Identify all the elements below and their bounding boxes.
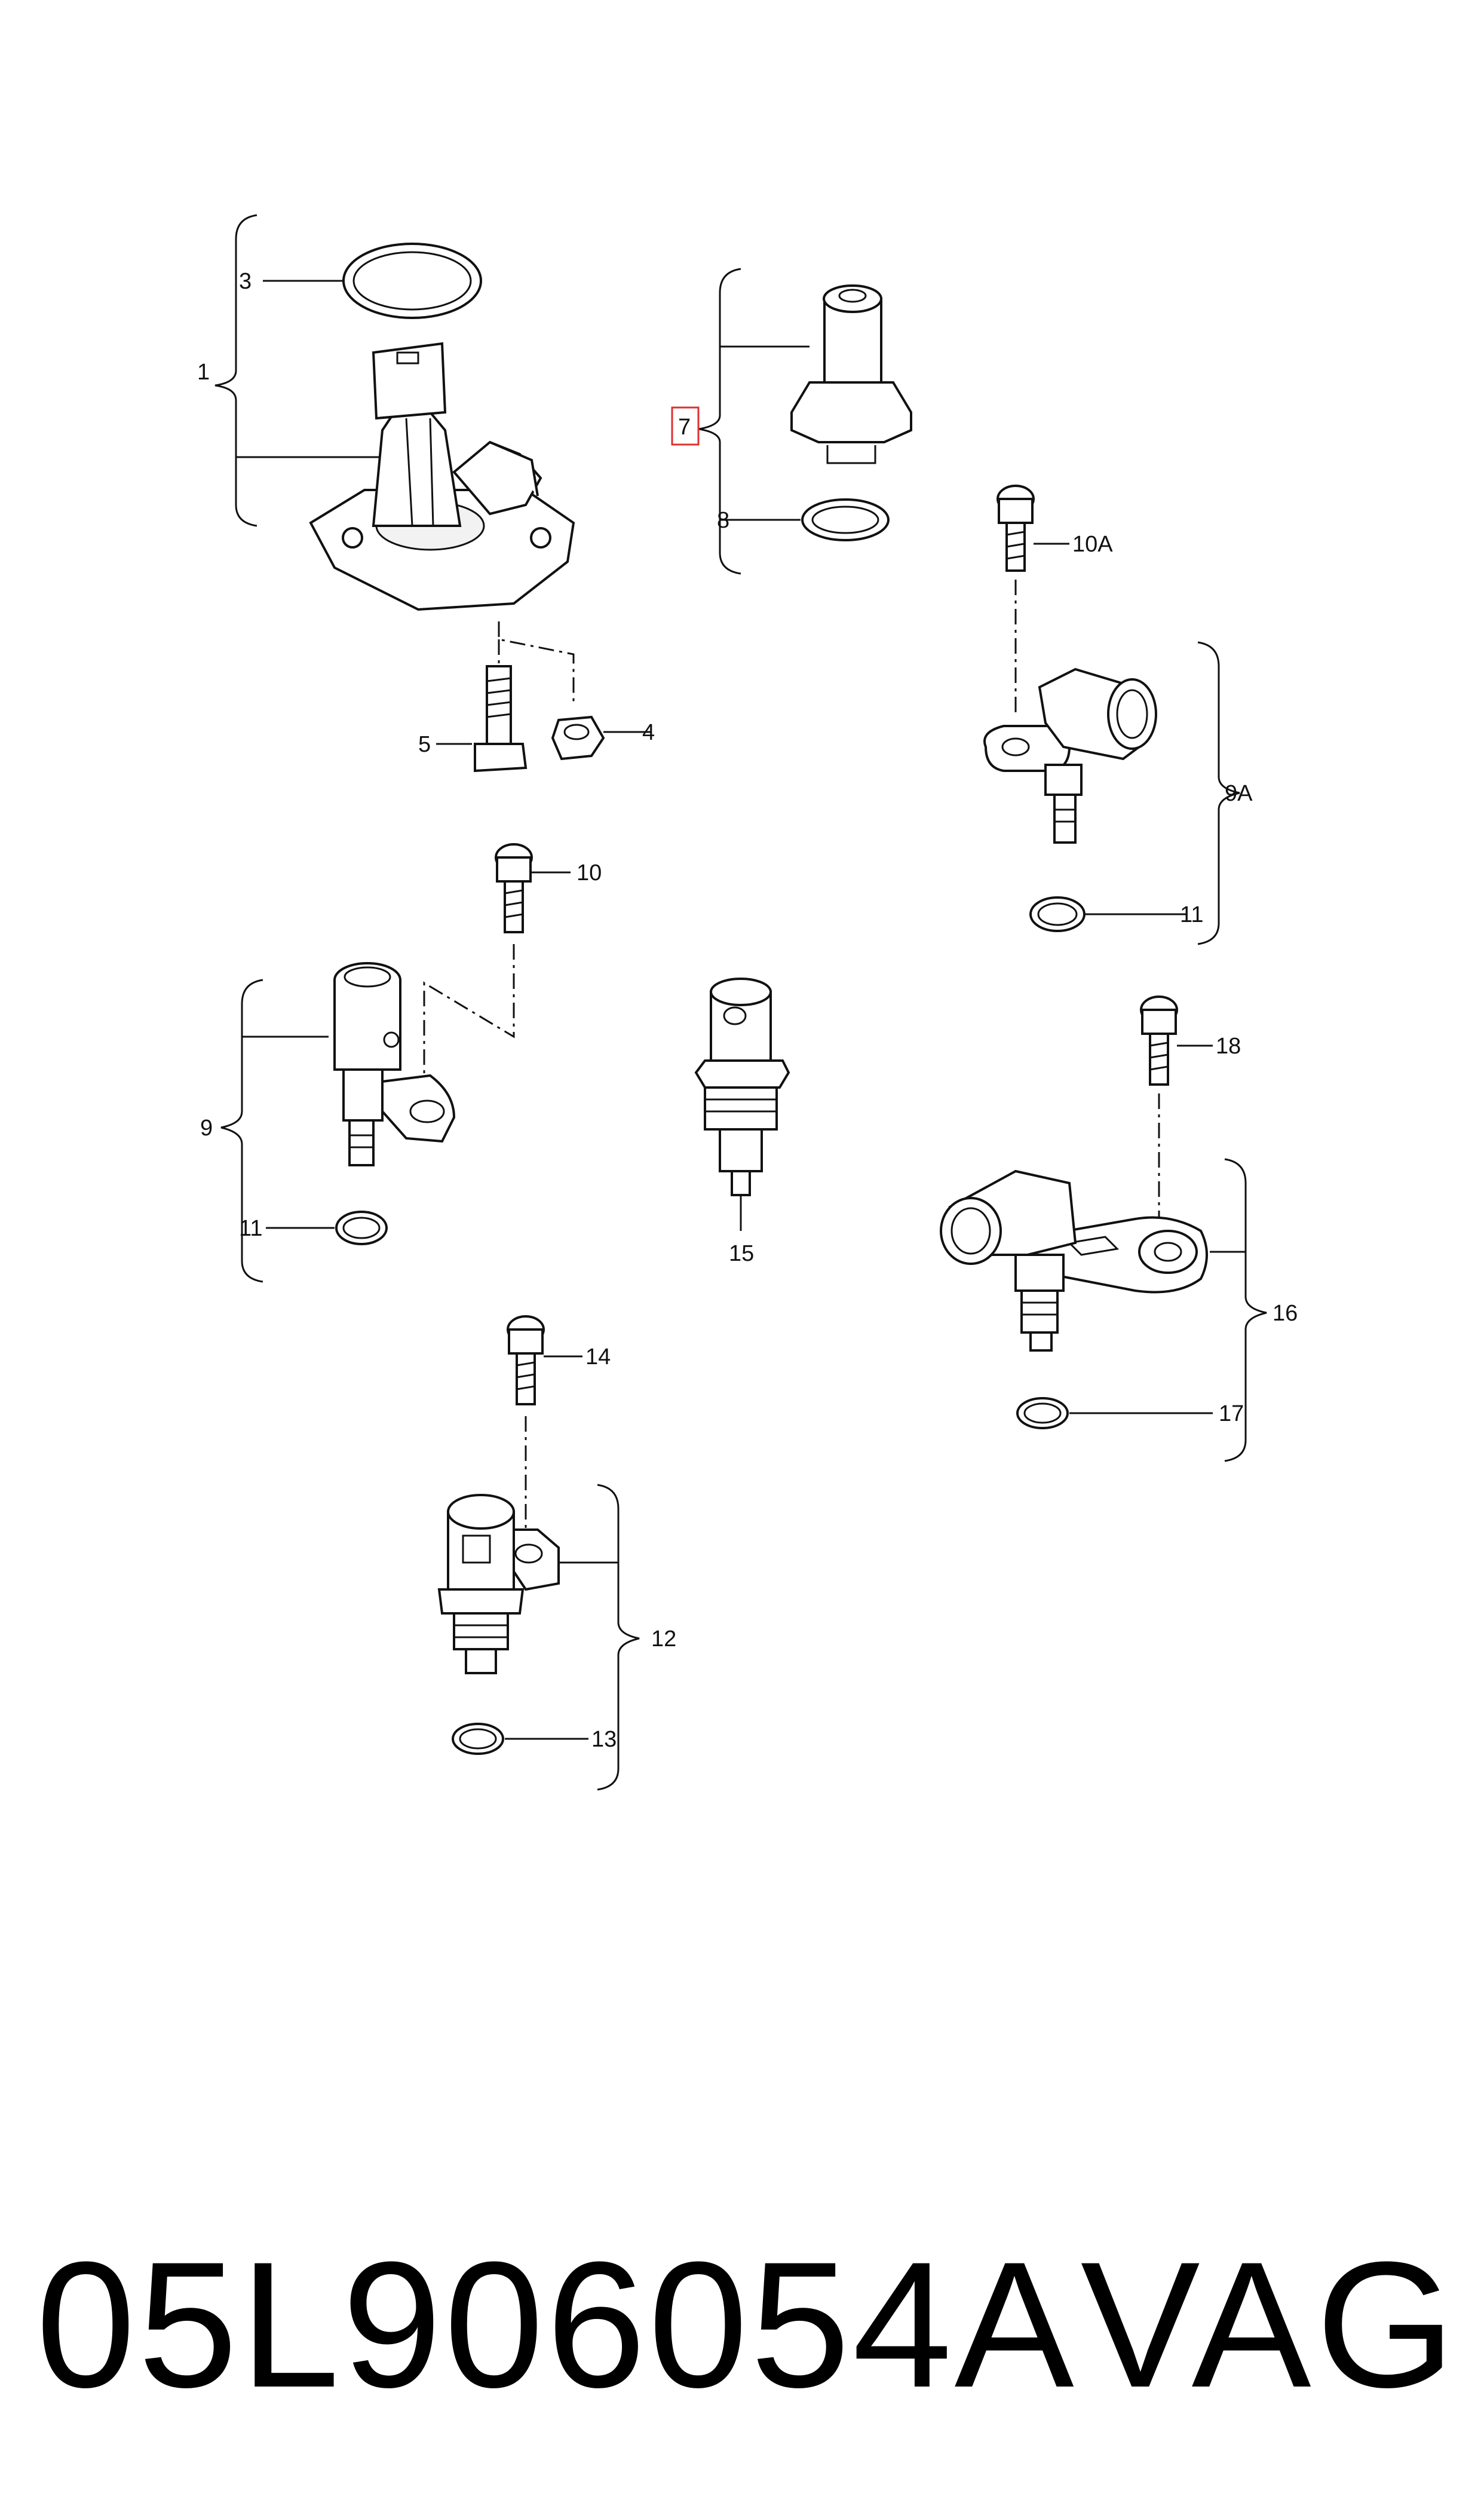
nut-4[interactable] xyxy=(551,715,605,761)
parts-diagram: 1 3 4 5 7 8 9 9A 10 10A 11 11 12 13 14 1… xyxy=(197,214,1298,1791)
o-ring-11a[interactable] xyxy=(1029,896,1086,932)
sensor-16[interactable] xyxy=(940,1169,1208,1352)
sensor-9a[interactable] xyxy=(983,667,1157,844)
callout-12: 12 xyxy=(651,1626,676,1652)
callout-7: 7 xyxy=(678,415,691,440)
callout-15: 15 xyxy=(729,1241,754,1266)
group-12-sensor xyxy=(437,1315,640,1791)
callout-4: 4 xyxy=(642,720,655,745)
temperature-sensor-15[interactable] xyxy=(694,978,790,1196)
callout-7-highlight xyxy=(671,406,700,446)
callout-16: 16 xyxy=(1273,1301,1298,1326)
o-ring-11b[interactable] xyxy=(335,1211,388,1245)
oil-level-sensor[interactable] xyxy=(309,342,575,611)
callout-18: 18 xyxy=(1216,1034,1241,1059)
callout-14: 14 xyxy=(585,1344,611,1370)
bolt-10a[interactable] xyxy=(997,485,1035,572)
sensor-12[interactable] xyxy=(437,1494,560,1674)
callout-5: 5 xyxy=(418,732,431,757)
o-ring-13[interactable] xyxy=(452,1723,504,1755)
callout-11a: 11 xyxy=(1180,902,1203,927)
callout-9: 9 xyxy=(200,1116,213,1141)
group-9a-sensor xyxy=(983,485,1240,945)
bolt-10[interactable] xyxy=(495,843,533,933)
callout-17: 17 xyxy=(1219,1401,1244,1426)
callout-3: 3 xyxy=(239,269,252,294)
sensor-9[interactable] xyxy=(333,962,456,1166)
bolt-14[interactable] xyxy=(507,1315,545,1405)
group-9-sensor xyxy=(220,843,571,1283)
o-ring-8[interactable] xyxy=(801,498,890,541)
footer: 05L906054A VAG xyxy=(0,2199,1484,2450)
callout-10: 10 xyxy=(577,860,602,886)
o-ring-17[interactable] xyxy=(1016,1397,1069,1429)
callout-11b: 11 xyxy=(239,1216,262,1241)
callout-1: 1 xyxy=(197,360,210,385)
group-1-oil-level-sensor xyxy=(214,214,651,773)
part-number: 05L906054A xyxy=(36,2224,1077,2425)
o-ring-3[interactable] xyxy=(342,243,482,319)
callout-8: 8 xyxy=(717,508,729,533)
callout-9a: 9A xyxy=(1225,781,1253,806)
group-7-oil-pressure-switch xyxy=(671,268,912,575)
brand-name: VAG xyxy=(1080,2224,1460,2425)
oil-pressure-switch[interactable] xyxy=(790,284,912,464)
callout-13: 13 xyxy=(591,1727,617,1752)
group-16-sensor xyxy=(940,995,1267,1462)
bolt-18[interactable] xyxy=(1140,995,1178,1086)
callout-10a: 10A xyxy=(1072,532,1113,557)
bolt-5[interactable] xyxy=(474,665,528,773)
